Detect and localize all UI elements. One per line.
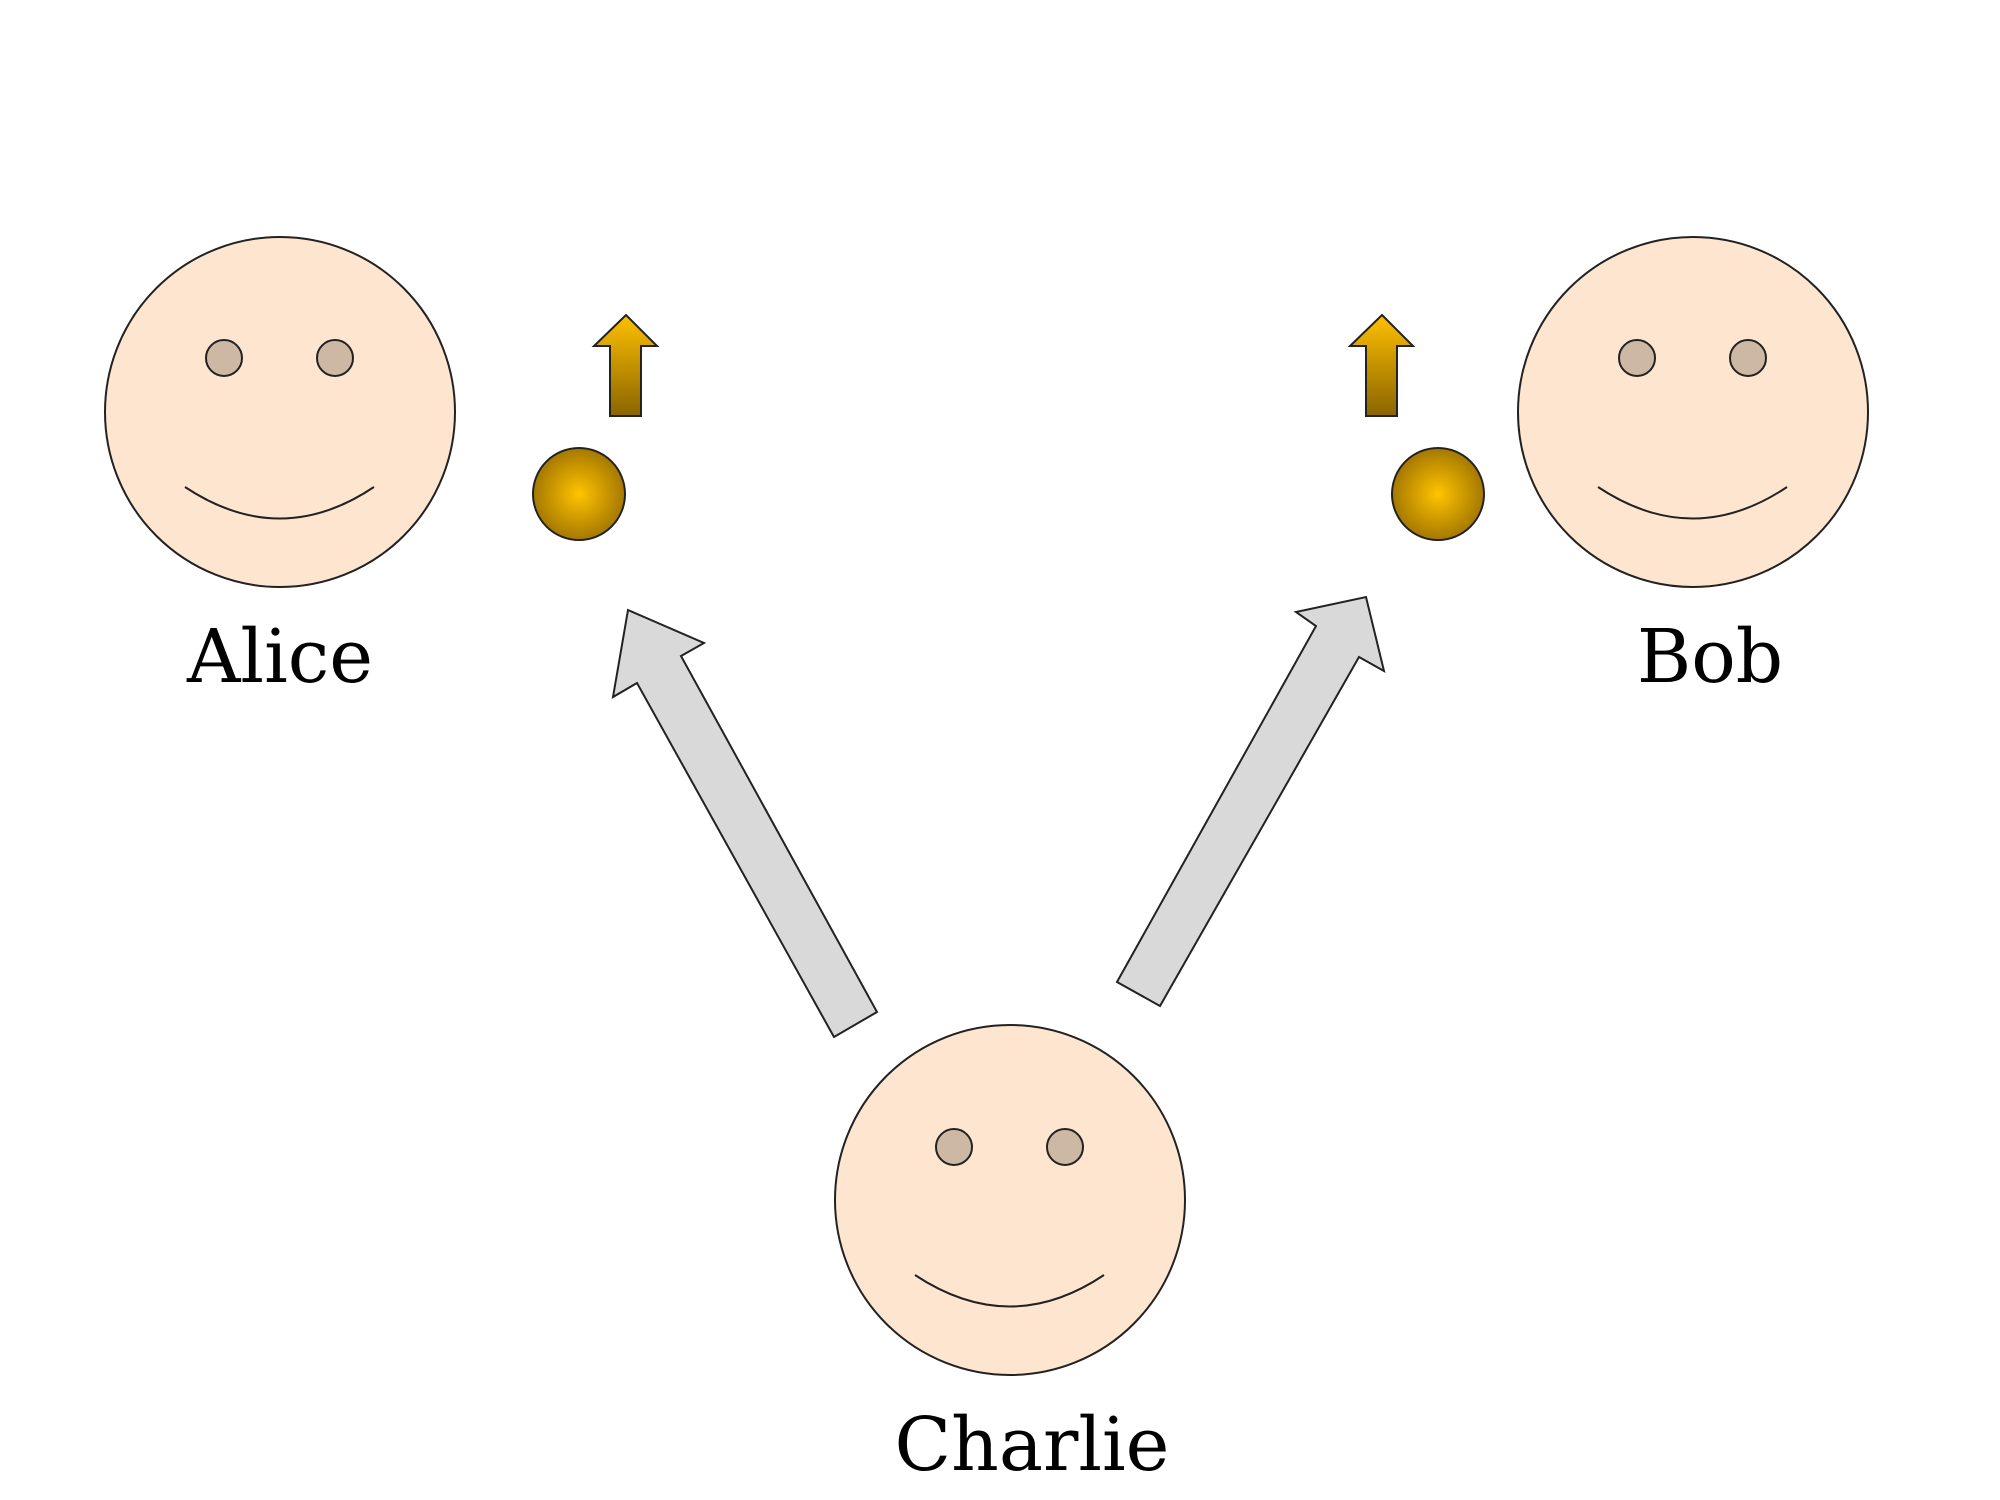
face-alice: [104, 236, 456, 588]
particle-bob: [1347, 313, 1485, 541]
smile: [914, 1274, 1105, 1308]
eye-right: [1046, 1128, 1084, 1166]
spin-up-arrow-icon: [591, 313, 660, 417]
smile: [1597, 486, 1788, 520]
arrow-charlie-to-bob: [1115, 595, 1386, 1008]
face-bob: [1517, 236, 1869, 588]
eye-left: [205, 339, 243, 377]
face-charlie: [834, 1024, 1186, 1376]
particle-ball: [532, 447, 626, 541]
arrow-charlie-to-alice: [611, 608, 879, 1039]
label-charlie: Charlie: [895, 1402, 1170, 1488]
spin-up-arrow-icon: [1347, 313, 1416, 417]
particle-alice: [532, 313, 660, 541]
eye-right: [1729, 339, 1767, 377]
smile: [184, 486, 375, 520]
label-alice: Alice: [186, 614, 373, 700]
eye-left: [1618, 339, 1656, 377]
particle-ball: [1391, 447, 1485, 541]
eye-right: [316, 339, 354, 377]
label-bob: Bob: [1637, 614, 1783, 700]
eye-left: [935, 1128, 973, 1166]
